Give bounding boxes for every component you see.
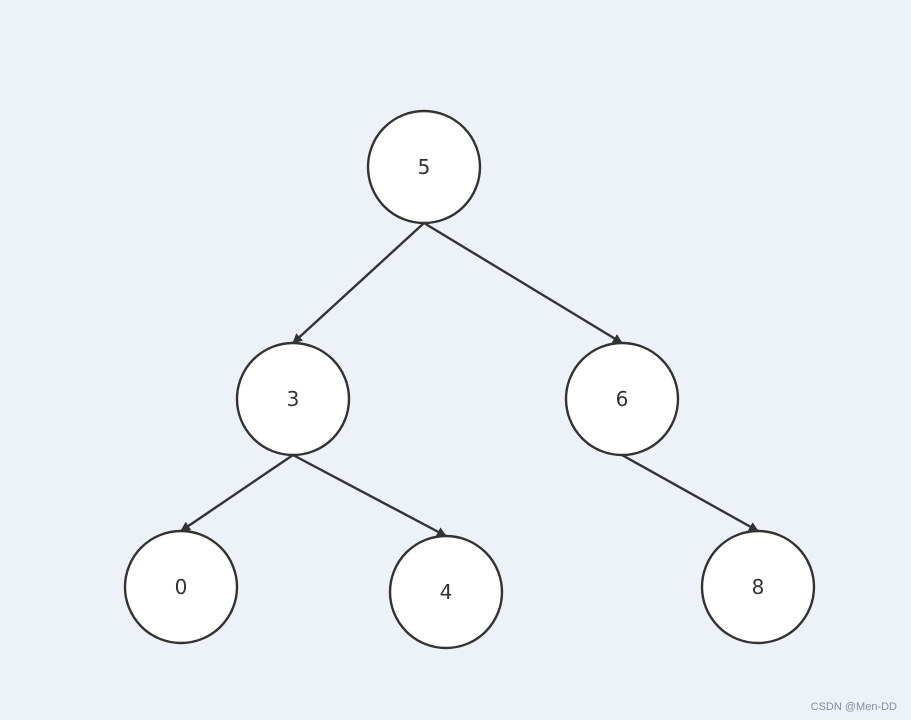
node-label: 3 [287,387,300,411]
node-circle [700,529,816,645]
edge-n5-n3 [292,222,425,344]
node-circle [235,341,351,457]
edge-n3-n0 [180,454,294,532]
edges-layer [180,221,759,538]
tree-node-5: 5 [366,109,482,225]
edge-n3-n4 [292,453,447,538]
node-label: 0 [175,575,188,599]
tree-node-0: 0 [123,529,239,645]
node-circle [388,534,504,650]
node-circle [366,109,482,225]
tree-node-3: 3 [235,341,351,457]
nodes-layer: 5 3 6 0 4 8 [123,109,816,650]
node-label: 5 [418,155,431,179]
edge-n5-n6 [423,221,623,345]
node-label: 8 [752,575,765,599]
node-label: 6 [616,387,629,411]
node-circle [564,341,680,457]
tree-node-6: 6 [564,341,680,457]
node-label: 4 [440,580,453,604]
tree-node-8: 8 [700,529,816,645]
watermark: CSDN @Men-DD [810,701,897,713]
tree-node-4: 4 [388,534,504,650]
edge-n6-n8 [621,453,759,533]
node-circle [123,529,239,645]
